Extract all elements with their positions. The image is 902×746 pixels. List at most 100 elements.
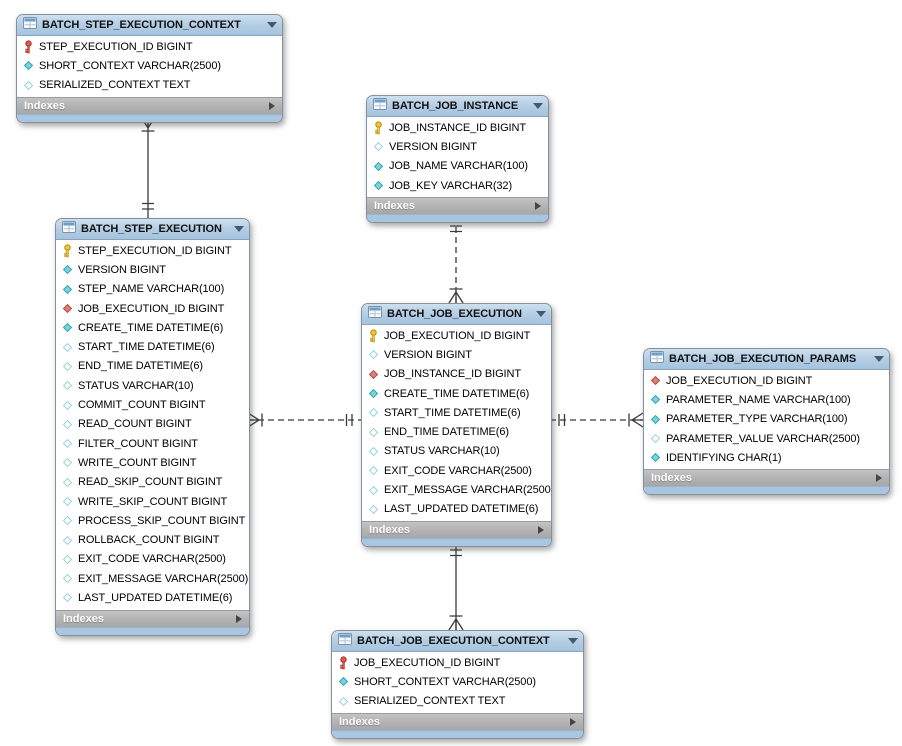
- collapse-arrow-icon[interactable]: [267, 22, 277, 28]
- column-row[interactable]: START_TIME DATETIME(6): [362, 403, 551, 422]
- table-header[interactable]: BATCH_STEP_EXECUTION: [56, 219, 249, 240]
- collapse-arrow-icon[interactable]: [234, 226, 244, 232]
- column-label: LAST_UPDATED DATETIME(6): [384, 503, 539, 516]
- relationship-line-step-exec--job-exec[interactable]: [247, 412, 361, 428]
- nullable-column-icon: [61, 400, 73, 411]
- column-row[interactable]: IDENTIFYING CHAR(1): [644, 448, 889, 467]
- indexes-section[interactable]: Indexes: [332, 712, 583, 730]
- relationship-line-job-instance--job-exec[interactable]: [448, 217, 464, 304]
- column-row[interactable]: SHORT_CONTEXT VARCHAR(2500): [332, 672, 583, 691]
- column-row[interactable]: END_TIME DATETIME(6): [362, 422, 551, 441]
- table-header[interactable]: BATCH_JOB_EXECUTION_CONTEXT: [332, 631, 583, 652]
- table-title: BATCH_JOB_INSTANCE: [392, 100, 519, 112]
- nullable-column-icon: [367, 446, 379, 457]
- column-row[interactable]: SHORT_CONTEXT VARCHAR(2500): [17, 56, 282, 75]
- column-row[interactable]: WRITE_SKIP_COUNT BIGINT: [56, 492, 249, 511]
- column-label: PARAMETER_VALUE VARCHAR(2500): [666, 432, 860, 445]
- expand-indexes-icon[interactable]: [535, 202, 541, 211]
- column-row[interactable]: END_TIME DATETIME(6): [56, 357, 249, 376]
- column-row[interactable]: VERSION BIGINT: [367, 137, 548, 156]
- table-batch-job-instance[interactable]: BATCH_JOB_INSTANCE JOB_INSTANCE_ID BIGINT…: [366, 95, 549, 224]
- column-row[interactable]: WRITE_COUNT BIGINT: [56, 453, 249, 472]
- column-row[interactable]: STEP_EXECUTION_ID BIGINT: [56, 241, 249, 260]
- expand-indexes-icon[interactable]: [236, 614, 242, 623]
- column-row[interactable]: READ_COUNT BIGINT: [56, 415, 249, 434]
- column-row[interactable]: PARAMETER_NAME VARCHAR(100): [644, 390, 889, 409]
- column-row[interactable]: STEP_EXECUTION_ID BIGINT: [17, 37, 282, 56]
- column-row[interactable]: FILTER_COUNT BIGINT: [56, 434, 249, 453]
- column-row[interactable]: JOB_EXECUTION_ID BIGINT: [56, 299, 249, 318]
- column-row[interactable]: JOB_INSTANCE_ID BIGINT: [367, 118, 548, 137]
- column-label: COMMIT_COUNT BIGINT: [78, 399, 206, 412]
- table-header[interactable]: BATCH_JOB_EXECUTION: [362, 304, 551, 325]
- column-row[interactable]: EXIT_CODE VARCHAR(2500): [56, 550, 249, 569]
- relationship-line-step-exec-context--step-exec[interactable]: [140, 116, 156, 218]
- column-row[interactable]: VERSION BIGINT: [56, 260, 249, 279]
- column-row[interactable]: EXIT_MESSAGE VARCHAR(2500): [56, 569, 249, 588]
- relationship-line-job-exec--job-exec-params[interactable]: [550, 412, 644, 428]
- indexes-section[interactable]: Indexes: [367, 197, 548, 215]
- collapse-arrow-icon[interactable]: [568, 638, 578, 644]
- column-row[interactable]: SERIALIZED_CONTEXT TEXT: [332, 692, 583, 711]
- column-row[interactable]: CREATE_TIME DATETIME(6): [56, 318, 249, 337]
- column-row[interactable]: JOB_EXECUTION_ID BIGINT: [362, 326, 551, 345]
- column-row[interactable]: CREATE_TIME DATETIME(6): [362, 384, 551, 403]
- expand-indexes-icon[interactable]: [570, 717, 576, 726]
- column-row[interactable]: JOB_KEY VARCHAR(32): [367, 176, 548, 195]
- column-row[interactable]: JOB_EXECUTION_ID BIGINT: [332, 653, 583, 672]
- column-row[interactable]: LAST_UPDATED DATETIME(6): [362, 500, 551, 519]
- column-row[interactable]: JOB_EXECUTION_ID BIGINT: [644, 371, 889, 390]
- table-header[interactable]: BATCH_JOB_INSTANCE: [367, 96, 548, 117]
- table-header[interactable]: BATCH_JOB_EXECUTION_PARAMS: [644, 349, 889, 370]
- column-row[interactable]: EXIT_MESSAGE VARCHAR(2500): [362, 480, 551, 499]
- column-row[interactable]: READ_SKIP_COUNT BIGINT: [56, 473, 249, 492]
- table-footer: [56, 626, 249, 635]
- column-row[interactable]: JOB_INSTANCE_ID BIGINT: [362, 365, 551, 384]
- nullable-column-icon: [372, 141, 384, 152]
- nullable-column-icon: [367, 427, 379, 438]
- nullable-column-icon: [337, 696, 349, 707]
- collapse-arrow-icon[interactable]: [874, 356, 884, 362]
- table-batch-job-execution-params[interactable]: BATCH_JOB_EXECUTION_PARAMS JOB_EXECUTION_…: [643, 348, 890, 496]
- column-row[interactable]: SERIALIZED_CONTEXT TEXT: [17, 76, 282, 95]
- expand-indexes-icon[interactable]: [269, 101, 275, 110]
- table-icon: [373, 97, 387, 115]
- column-row[interactable]: COMMIT_COUNT BIGINT: [56, 395, 249, 414]
- column-row[interactable]: STATUS VARCHAR(10): [56, 376, 249, 395]
- column-row[interactable]: PROCESS_SKIP_COUNT BIGINT: [56, 511, 249, 530]
- column-row[interactable]: STEP_NAME VARCHAR(100): [56, 280, 249, 299]
- table-footer: [367, 214, 548, 223]
- indexes-section[interactable]: Indexes: [362, 520, 551, 538]
- column-row[interactable]: STATUS VARCHAR(10): [362, 442, 551, 461]
- column-row[interactable]: EXIT_CODE VARCHAR(2500): [362, 461, 551, 480]
- table-title: BATCH_JOB_EXECUTION_PARAMS: [669, 353, 857, 365]
- expand-indexes-icon[interactable]: [538, 525, 544, 534]
- column-row[interactable]: LAST_UPDATED DATETIME(6): [56, 588, 249, 607]
- column-label: CREATE_TIME DATETIME(6): [78, 321, 224, 334]
- column-row[interactable]: PARAMETER_TYPE VARCHAR(100): [644, 410, 889, 429]
- indexes-section[interactable]: Indexes: [56, 609, 249, 627]
- indexes-label: Indexes: [369, 523, 410, 536]
- relationship-line-job-exec--job-exec-context[interactable]: [448, 541, 464, 631]
- column-row[interactable]: JOB_NAME VARCHAR(100): [367, 157, 548, 176]
- collapse-arrow-icon[interactable]: [533, 103, 543, 109]
- collapse-arrow-icon[interactable]: [536, 311, 546, 317]
- table-header[interactable]: BATCH_STEP_EXECUTION_CONTEXT: [17, 15, 282, 36]
- nullable-column-icon: [649, 433, 661, 444]
- expand-indexes-icon[interactable]: [876, 474, 882, 483]
- column-row[interactable]: ROLLBACK_COUNT BIGINT: [56, 530, 249, 549]
- nullable-column-icon: [61, 380, 73, 391]
- column-row[interactable]: START_TIME DATETIME(6): [56, 337, 249, 356]
- indexes-section[interactable]: Indexes: [17, 96, 282, 114]
- indexes-section[interactable]: Indexes: [644, 469, 889, 487]
- column-row[interactable]: VERSION BIGINT: [362, 345, 551, 364]
- column-label: EXIT_CODE VARCHAR(2500): [78, 553, 226, 566]
- column-row[interactable]: PARAMETER_VALUE VARCHAR(2500): [644, 429, 889, 448]
- not-null-column-icon: [61, 322, 73, 333]
- cardinality-markers: [247, 412, 353, 428]
